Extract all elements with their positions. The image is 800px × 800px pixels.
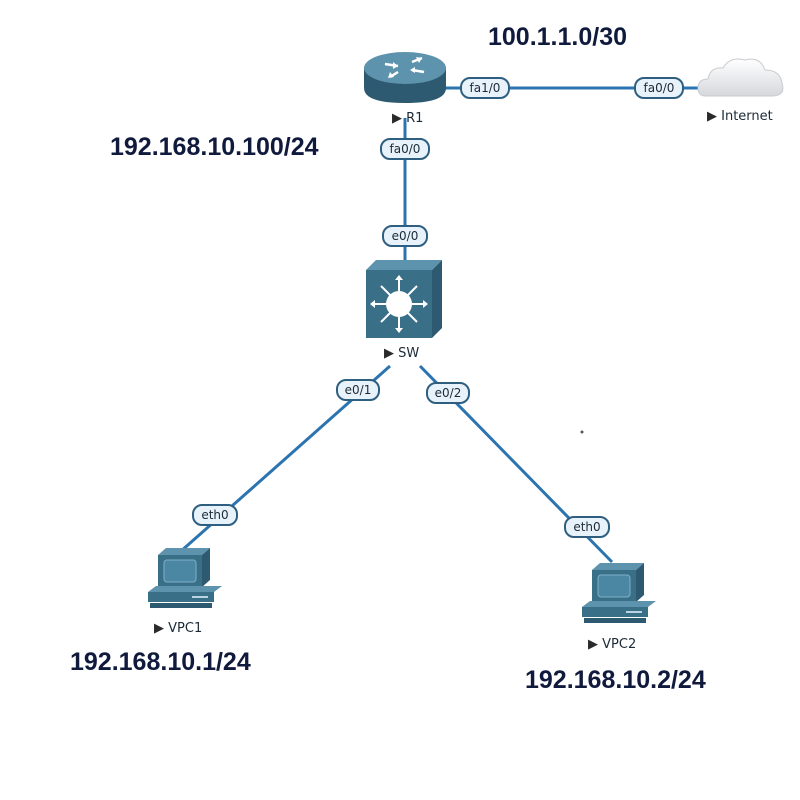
pc-vpc1[interactable]: ▶ VPC1 bbox=[148, 548, 222, 636]
play-icon: ▶ bbox=[384, 346, 394, 361]
svg-text:fa0/0: fa0/0 bbox=[390, 142, 421, 156]
play-icon: ▶ bbox=[392, 111, 402, 126]
svg-text:eth0: eth0 bbox=[201, 508, 228, 522]
cloud-icon bbox=[697, 58, 784, 97]
svg-text:e0/2: e0/2 bbox=[435, 386, 462, 400]
svg-text:e0/1: e0/1 bbox=[345, 383, 372, 397]
node-label-vpc1: ▶ VPC1 bbox=[154, 621, 202, 636]
svg-text:e0/0: e0/0 bbox=[392, 229, 419, 243]
play-icon: ▶ bbox=[154, 621, 164, 636]
wan-network-label: 100.1.1.0/30 bbox=[488, 23, 627, 51]
svg-text:fa1/0: fa1/0 bbox=[470, 81, 501, 95]
router-r1[interactable]: ▶ R1 bbox=[364, 52, 446, 126]
pc-icon bbox=[582, 563, 656, 623]
iface-r1-fa0-0[interactable]: fa0/0 bbox=[380, 138, 430, 160]
pc-vpc2[interactable]: ▶ VPC2 bbox=[582, 563, 656, 652]
iface-sw-e0-1[interactable]: e0/1 bbox=[336, 379, 380, 401]
vpc1-ip-label: 192.168.10.1/24 bbox=[70, 648, 251, 676]
r1-lan-ip-label: 192.168.10.100/24 bbox=[110, 133, 319, 161]
vpc2-ip-label: 192.168.10.2/24 bbox=[525, 666, 706, 694]
node-label-vpc2: ▶ VPC2 bbox=[588, 637, 636, 652]
iface-vpc1-eth0[interactable]: eth0 bbox=[192, 504, 238, 526]
multilayer-switch-icon bbox=[366, 260, 442, 338]
pc-icon bbox=[148, 548, 222, 608]
play-icon: ▶ bbox=[707, 109, 717, 124]
switch-sw[interactable]: ▶ SW bbox=[366, 260, 442, 361]
cloud-internet[interactable]: ▶ Internet bbox=[697, 58, 784, 124]
node-label-r1: ▶ R1 bbox=[392, 111, 423, 126]
iface-sw-e0-0[interactable]: e0/0 bbox=[382, 225, 428, 247]
iface-vpc2-eth0[interactable]: eth0 bbox=[564, 516, 610, 538]
node-label-internet: ▶ Internet bbox=[707, 109, 773, 124]
iface-internet-fa0-0[interactable]: fa0/0 bbox=[634, 77, 684, 99]
iface-r1-fa1-0[interactable]: fa1/0 bbox=[460, 77, 510, 99]
svg-text:eth0: eth0 bbox=[573, 520, 600, 534]
svg-text:fa0/0: fa0/0 bbox=[644, 81, 675, 95]
router-icon bbox=[364, 52, 446, 103]
iface-sw-e0-2[interactable]: e0/2 bbox=[426, 382, 470, 404]
stray-dot bbox=[580, 430, 584, 434]
play-icon: ▶ bbox=[588, 637, 598, 652]
node-label-sw: ▶ SW bbox=[384, 346, 419, 361]
